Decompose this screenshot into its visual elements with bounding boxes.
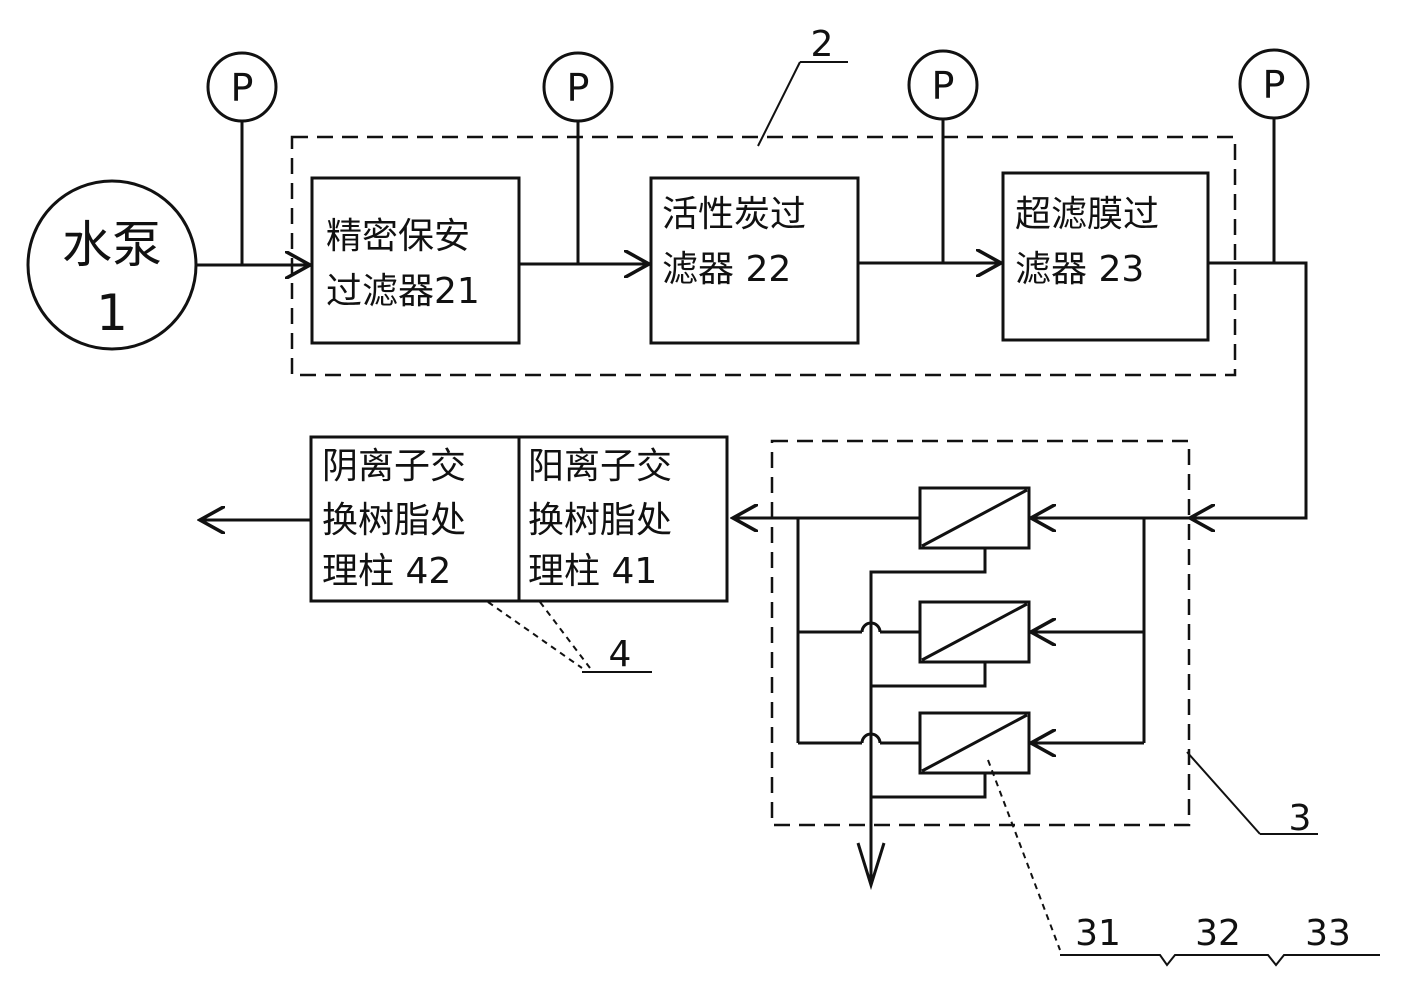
unit-leader (987, 759, 1061, 951)
filter-21-label-1: 精密保安 (326, 216, 470, 257)
pump-label: 水泵 (62, 216, 162, 274)
column-41-label-2: 换树脂处 (528, 500, 672, 541)
flow-23-to-group-3 (1190, 261, 1308, 518)
group-3-leader (1186, 751, 1261, 835)
filter-22-label-1: 活性炭过 (662, 194, 806, 235)
gauge-symbol: P (567, 66, 590, 110)
filter-23-label-1: 超滤膜过 (1015, 194, 1159, 235)
group-4-leader-b (539, 601, 591, 669)
group-2-label: 2 (811, 24, 834, 65)
concentrate-drain (869, 548, 987, 885)
column-41-label-1: 阳离子交 (528, 446, 672, 487)
membrane-unit-32 (918, 600, 1031, 664)
group-3-label: 3 (1289, 798, 1312, 839)
gauge-symbol: P (231, 66, 254, 110)
drain-arrow (856, 842, 886, 891)
filter-22: 活性炭过 滤器 22 (649, 176, 860, 345)
column-42-label-1: 阴离子交 (322, 446, 466, 487)
membrane-unit-33 (918, 711, 1031, 775)
group-3-boundary (770, 439, 1191, 827)
pressure-gauge-4: P (1238, 48, 1310, 263)
pump-number: 1 (96, 284, 128, 342)
group-2-boundary (290, 135, 1237, 377)
filter-21: 精密保安 过滤器21 (310, 176, 521, 345)
group-2-leader (757, 61, 801, 147)
ion-exchange-column-41: 阳离子交 换树脂处 理柱 41 (517, 435, 729, 603)
filter-21-label-2: 过滤器21 (326, 271, 480, 312)
unit-label-baseline (1060, 954, 1380, 967)
group-4-label: 4 (609, 634, 632, 675)
ion-exchange-column-42: 阴离子交 换树脂处 理柱 42 (309, 435, 521, 603)
group-4-leader-a (487, 601, 583, 669)
unit-31-label: 31 (1075, 913, 1121, 954)
filter-23-label-2: 滤器 23 (1015, 249, 1144, 290)
column-42-label-3: 理柱 42 (322, 551, 451, 592)
column-42-label-2: 换树脂处 (322, 500, 466, 541)
column-41-label-3: 理柱 41 (528, 551, 657, 592)
filter-23: 超滤膜过 滤器 23 (1001, 171, 1210, 342)
pressure-gauge-2: P (542, 51, 614, 264)
pressure-gauge-1: P (206, 51, 278, 265)
gauge-symbol: P (1263, 63, 1286, 107)
filter-22-label-2: 滤器 22 (662, 249, 791, 290)
water-pump: 水泵 1 (26, 179, 198, 351)
gauge-symbol: P (932, 64, 955, 108)
membrane-unit-31 (918, 486, 1031, 550)
pressure-gauge-3: P (907, 49, 979, 263)
unit-33-label: 33 (1305, 913, 1351, 954)
unit-32-label: 32 (1195, 913, 1241, 954)
